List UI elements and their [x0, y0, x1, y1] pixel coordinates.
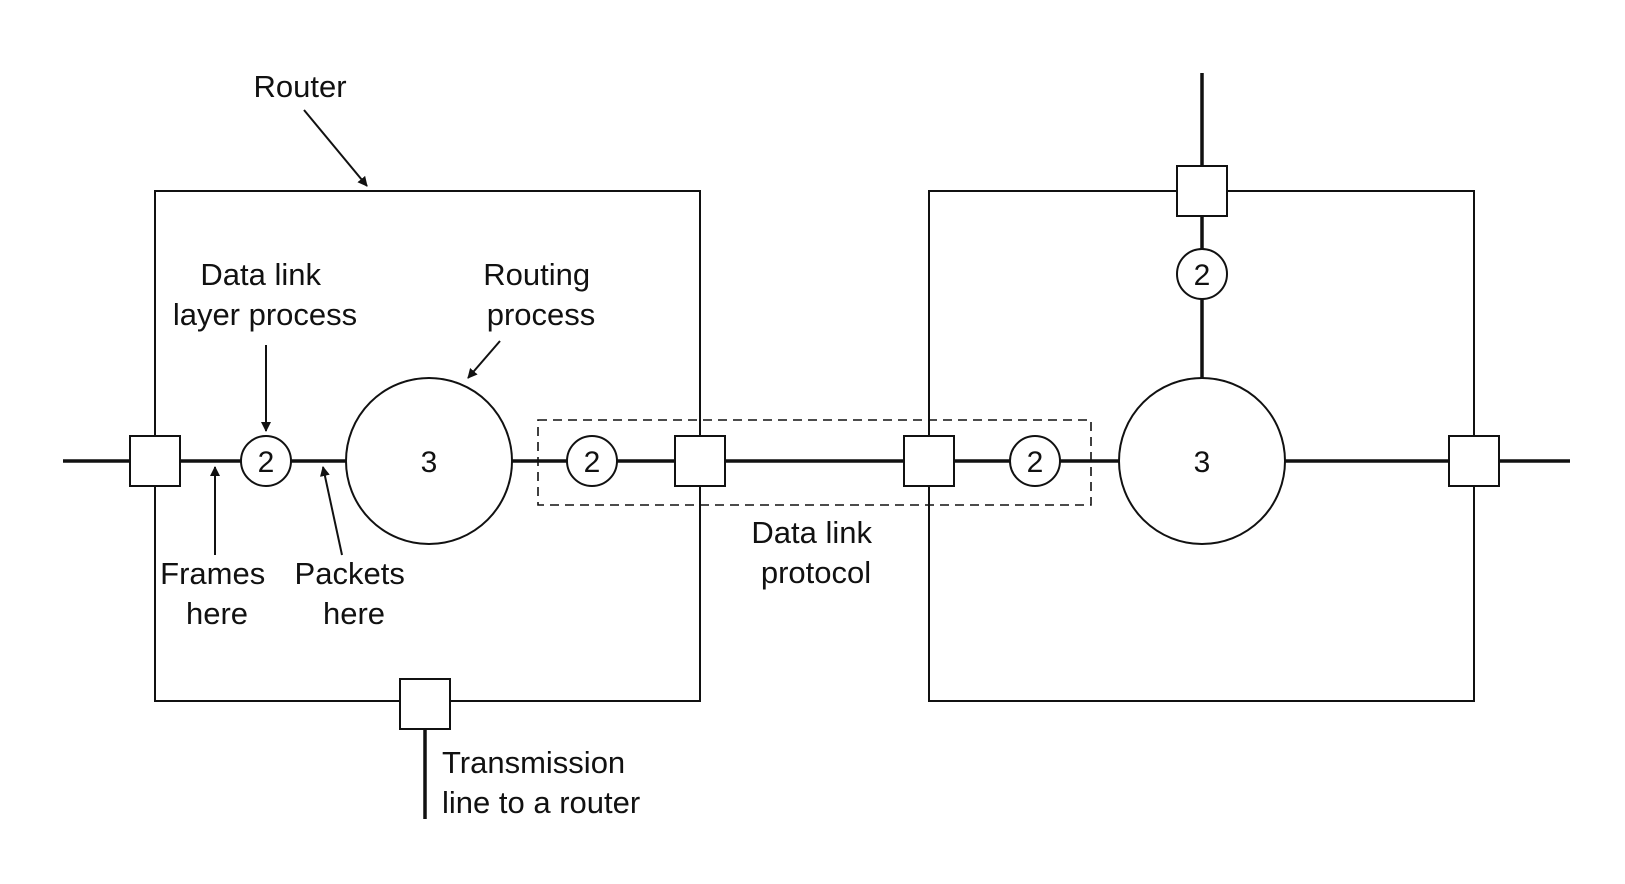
data-link-process-left: 2 [240, 435, 292, 487]
process-number: 2 [1027, 446, 1044, 479]
data-link-protocol-box [537, 419, 1092, 506]
line-interface-right-inner [903, 435, 955, 487]
data-link-process-left-out: 2 [566, 435, 618, 487]
process-number: 2 [258, 446, 275, 479]
line-interface-left-edge [129, 435, 181, 487]
routing-process-arrow [467, 340, 501, 379]
data-link-process-right-top: 2 [1176, 248, 1228, 300]
packets-here-label: Packets here [295, 556, 414, 631]
router-arrow [303, 109, 368, 187]
process-number: 3 [1194, 446, 1211, 479]
process-number: 3 [421, 446, 438, 479]
data-link-process-right-in: 2 [1009, 435, 1061, 487]
line-interface-top [1176, 165, 1228, 217]
line-interface-right-edge [1448, 435, 1500, 487]
data-link-protocol-label: Data link protocol [751, 515, 880, 590]
line-interface-left-inner [674, 435, 726, 487]
transmission-line-label: Transmission line to a router [442, 745, 640, 820]
routing-process-right: 3 [1118, 377, 1286, 545]
router-label: Router [253, 69, 346, 104]
routing-process-left: 3 [345, 377, 513, 545]
line-interface-bottom [399, 678, 451, 730]
data-link-layer-process-label: Data link layer process [173, 257, 357, 332]
packets-here-arrow [320, 466, 343, 556]
routing-process-label: Routing process [483, 257, 598, 332]
process-number: 2 [584, 446, 601, 479]
frames-here-label: Frames here [160, 556, 274, 631]
process-number: 2 [1194, 259, 1211, 292]
